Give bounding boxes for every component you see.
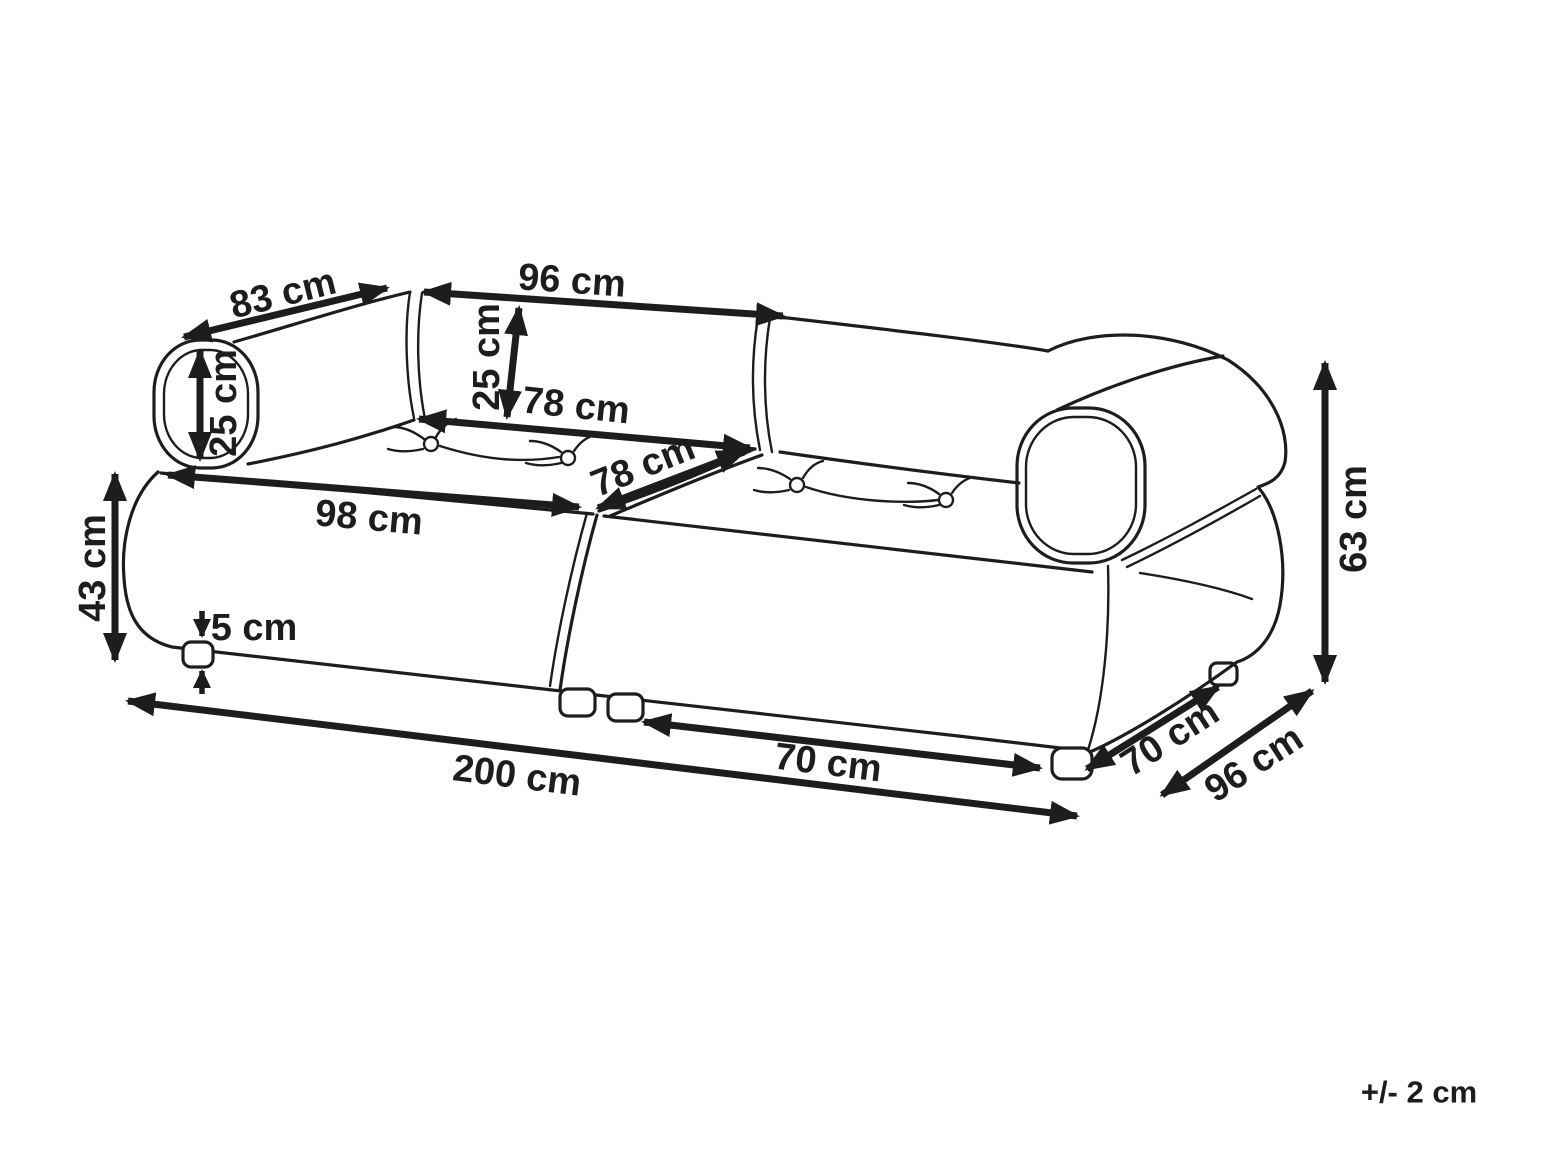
dim-overall-width: 200 cm: [125, 692, 1080, 825]
backrest-right-top-edge: [786, 316, 1050, 353]
backrest-split-seam-a: [751, 315, 762, 452]
base-lip-right: [1138, 571, 1254, 601]
dim-seat-cushion-width: 78 cm: [416, 379, 753, 458]
dim-backrest-width-arrow: [421, 281, 786, 327]
dim-backrest-bolster-height-arrow: [498, 305, 528, 420]
dim-base-height: 43 cm: [72, 471, 127, 663]
dim-module-front-width-label: 98 cm: [313, 492, 424, 543]
sofa-mid-right-leg: [606, 692, 645, 723]
dim-module-front-width-arrow: [165, 465, 582, 517]
module-split-front-b: [548, 511, 589, 688]
sofa-mid-left-leg: [558, 687, 597, 718]
armrest-backrest-junction-seam-a: [405, 290, 416, 420]
dim-seat-cushion-width-arrow: [416, 409, 753, 458]
sofa-outline: [121, 290, 1288, 781]
module-split-front-a: [558, 513, 599, 692]
sofa-front-left-leg: [181, 640, 215, 669]
sofa-silhouette: [123, 290, 1286, 752]
dim-armrest-total-height: 63 cm: [1313, 360, 1375, 685]
dim-armrest-length-arrow: [181, 282, 390, 343]
backrest-right-bottom-edge: [778, 450, 1021, 485]
dim-seat-cushion-depth-arrow: [595, 448, 747, 512]
dim-backrest-bolster-height-label: 25 cm: [466, 303, 508, 411]
dim-armrest-bolster-height: 25 cm: [188, 348, 245, 462]
dim-backrest-bolster-height: 25 cm: [466, 303, 528, 420]
right-waist-seam-b: [1125, 494, 1262, 569]
dim-overall-depth-arrow: [1159, 688, 1315, 798]
dimension-annotations: 83 cm 96 cm 25 cm 25 cm 78 cm 78 cm 98 c…: [72, 256, 1375, 825]
right-cushion-tufting: [752, 459, 975, 509]
backrest-split-seam-b: [763, 316, 774, 454]
dim-armrest-total-height-label: 63 cm: [1333, 465, 1375, 573]
sofa-front-right-leg: [1050, 746, 1094, 781]
right-waist-seam-a: [1120, 487, 1258, 562]
dim-leg-height: 5 cm: [193, 607, 298, 694]
dim-backrest-width: 96 cm: [421, 256, 786, 327]
dim-front-leg-spacing-arrow: [641, 713, 1043, 777]
armrest-left-bottom-edge: [246, 418, 416, 466]
dim-overall-width-arrow: [125, 692, 1080, 825]
dim-armrest-bolster-height-label: 25 cm: [203, 349, 245, 457]
dim-leg-height-label: 5 cm: [211, 607, 298, 649]
tolerance-note: +/- 2 cm: [1361, 1075, 1477, 1110]
armrest-backrest-junction-seam-b: [416, 291, 427, 421]
dim-backrest-width-label: 96 cm: [517, 256, 627, 305]
armrest-right-end-cap-inner: [1024, 415, 1138, 556]
armrest-right-end-cap-outer: [1015, 406, 1147, 565]
dim-base-height-label: 43 cm: [72, 514, 114, 622]
armrest-right-top-seam: [1055, 354, 1225, 412]
dim-module-front-width: 98 cm: [165, 465, 582, 544]
sofa-right-side-outline: [1046, 333, 1288, 754]
base-top-edge-right: [602, 514, 1094, 574]
